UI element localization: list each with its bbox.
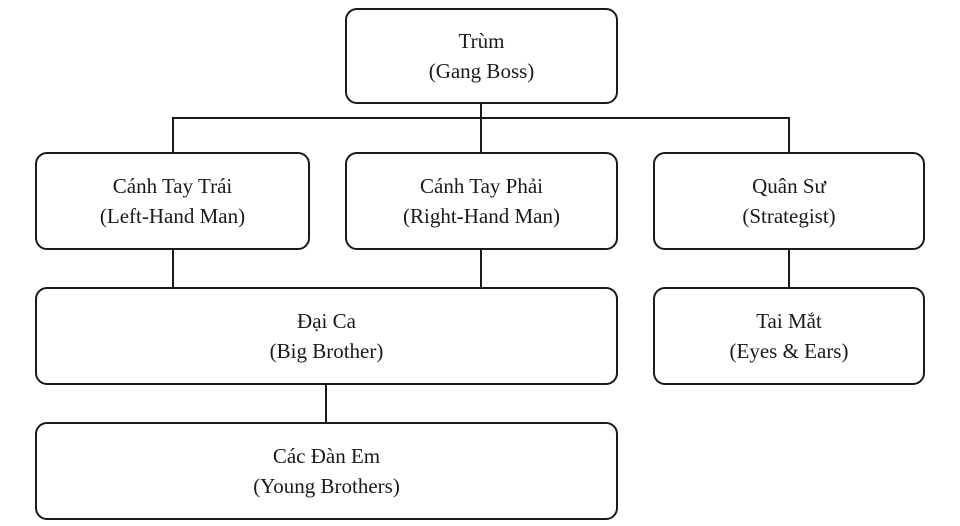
node-left-hand-man-title: Cánh Tay Trái bbox=[112, 174, 233, 198]
node-big-brother-title: Đại Ca bbox=[297, 309, 356, 333]
node-big-brother: Đại Ca (Big Brother) bbox=[35, 287, 618, 385]
node-young-brothers-title: Các Đàn Em bbox=[272, 444, 381, 468]
node-left-hand-man-subtitle: (Left-Hand Man) bbox=[99, 204, 246, 228]
node-eyes-ears-title: Tai Mắt bbox=[756, 309, 822, 333]
connector-big-brother-to-young-brothers bbox=[325, 385, 327, 422]
node-gang-boss: Trùm (Gang Boss) bbox=[345, 8, 618, 104]
node-big-brother-subtitle: (Big Brother) bbox=[269, 339, 384, 363]
node-strategist: Quân Sư (Strategist) bbox=[653, 152, 925, 250]
node-gang-boss-subtitle: (Gang Boss) bbox=[428, 59, 535, 83]
connector-bus-to-left-hand bbox=[172, 117, 174, 152]
connector-right-hand-to-big-brother bbox=[480, 250, 482, 287]
node-eyes-ears-subtitle: (Eyes & Ears) bbox=[729, 339, 849, 363]
connector-boss-drop bbox=[480, 104, 482, 152]
node-young-brothers: Các Đàn Em (Young Brothers) bbox=[35, 422, 618, 520]
node-left-hand-man: Cánh Tay Trái (Left-Hand Man) bbox=[35, 152, 310, 250]
node-right-hand-man-subtitle: (Right-Hand Man) bbox=[403, 204, 560, 228]
node-gang-boss-title: Trùm bbox=[458, 29, 505, 53]
connector-horizontal-bus bbox=[172, 117, 790, 119]
node-young-brothers-subtitle: (Young Brothers) bbox=[253, 474, 400, 498]
connector-strategist-to-eyes-ears bbox=[788, 250, 790, 287]
node-right-hand-man: Cánh Tay Phải (Right-Hand Man) bbox=[345, 152, 618, 250]
node-eyes-ears: Tai Mắt (Eyes & Ears) bbox=[653, 287, 925, 385]
node-right-hand-man-title: Cánh Tay Phải bbox=[420, 174, 543, 198]
node-strategist-subtitle: (Strategist) bbox=[742, 204, 836, 228]
node-strategist-title: Quân Sư bbox=[752, 174, 826, 198]
connector-left-hand-to-big-brother bbox=[172, 250, 174, 287]
connector-bus-to-strategist bbox=[788, 117, 790, 152]
